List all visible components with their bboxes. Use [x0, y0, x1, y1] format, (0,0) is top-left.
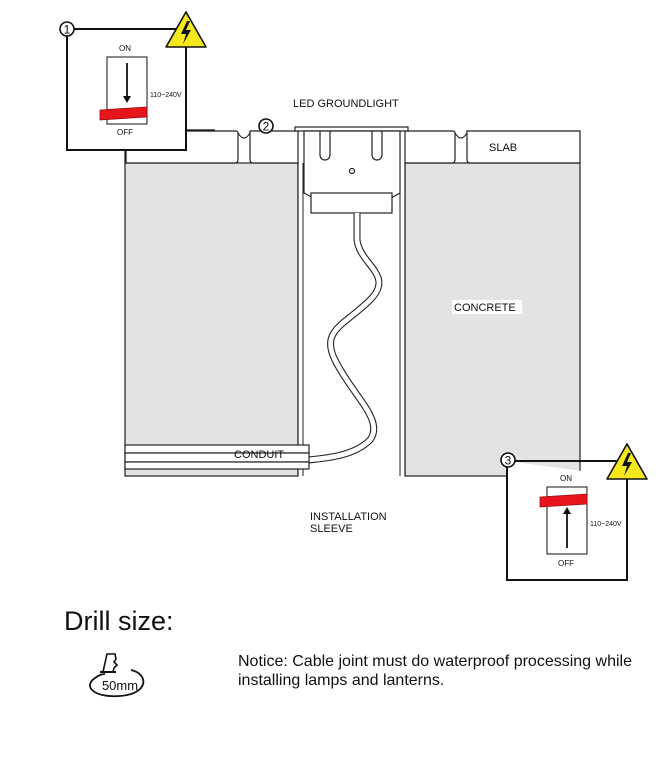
slab	[124, 130, 581, 164]
sleeve-label-line1: INSTALLATION	[310, 511, 387, 523]
groundlight-label: LED GROUNDLIGHT	[293, 98, 399, 110]
conduit-label: CONDUIT	[234, 449, 284, 461]
concrete-label: CONCRETE	[454, 302, 516, 314]
concrete-left	[124, 162, 299, 477]
led-groundlight	[294, 126, 409, 214]
drill-size-value: 50mm	[102, 678, 138, 693]
step-3-on-label: ON	[560, 474, 572, 483]
step-3-off-label: OFF	[558, 559, 574, 568]
conduit	[124, 444, 310, 470]
step-1-voltage: 110~240V	[150, 92, 182, 99]
step-2-marker: 2	[258, 118, 274, 134]
high-voltage-icon	[606, 443, 648, 480]
svg-text:2: 2	[263, 120, 270, 134]
high-voltage-icon	[165, 11, 207, 48]
step-1-off-label: OFF	[117, 128, 133, 137]
drill-size-title: Drill size:	[64, 606, 174, 636]
step-1-switch-lever	[99, 106, 148, 121]
step-3-panel: 3 ON OFF 110~240V	[500, 443, 648, 581]
slab-label: SLAB	[489, 142, 517, 154]
step-1-panel: 1 ON OFF 110~240V	[59, 11, 215, 163]
notice-text: Notice: Cable joint must do waterproof p…	[238, 653, 632, 689]
installation-diagram: SLAB LED GROUNDLIGHT CONDUIT CONCRETE IN…	[59, 11, 648, 581]
step-1-number: 1	[64, 23, 71, 37]
step-3-switch-lever	[539, 493, 588, 508]
concrete-right	[404, 162, 581, 477]
step-1-on-label: ON	[119, 44, 131, 53]
sleeve-label-line2: SLEEVE	[310, 523, 353, 535]
step-3-voltage: 110~240V	[590, 521, 622, 528]
step-3-number: 3	[505, 454, 512, 468]
drill-bit-icon: 50mm	[89, 653, 145, 698]
